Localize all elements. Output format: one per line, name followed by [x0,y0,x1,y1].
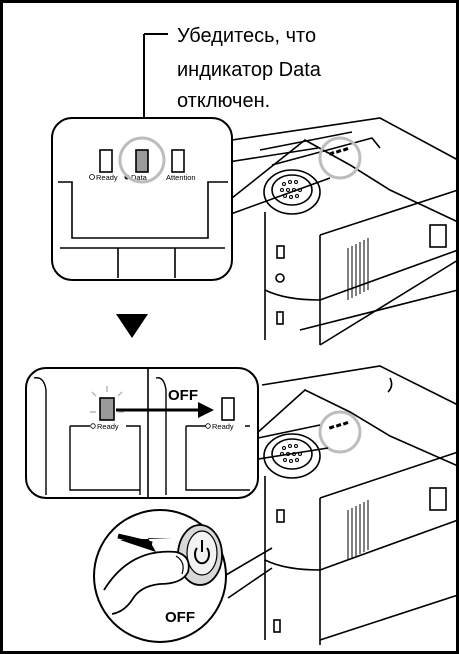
power-button-face [187,531,217,575]
callout-line-3: отключен. [177,90,270,112]
ready-led-lit [100,398,114,420]
callout-line-1: Убедитесь, что [177,25,316,47]
attention-label-top: Attention [166,173,196,182]
zoom-panel-bottom-bg [26,368,258,498]
power-button-magnifier: OFF [94,510,226,642]
ready-label-right: Ready [212,422,234,431]
data-led-top [136,150,148,172]
zoom-panel-bottom: Ready OFF Ready [26,368,258,498]
callout-line-2: индикатор Data [177,59,322,81]
off-arrow-label: OFF [168,387,198,404]
zoom-panel-top-bg [52,118,232,280]
power-off-label: OFF [165,609,195,626]
zoom-panel-top: Ready Data Attention [52,118,232,280]
ready-led-off [222,398,234,420]
ready-led-top [100,150,112,172]
ready-label-top: Ready [96,173,118,182]
attention-led-top [172,150,184,172]
ready-label-left: Ready [97,422,119,431]
